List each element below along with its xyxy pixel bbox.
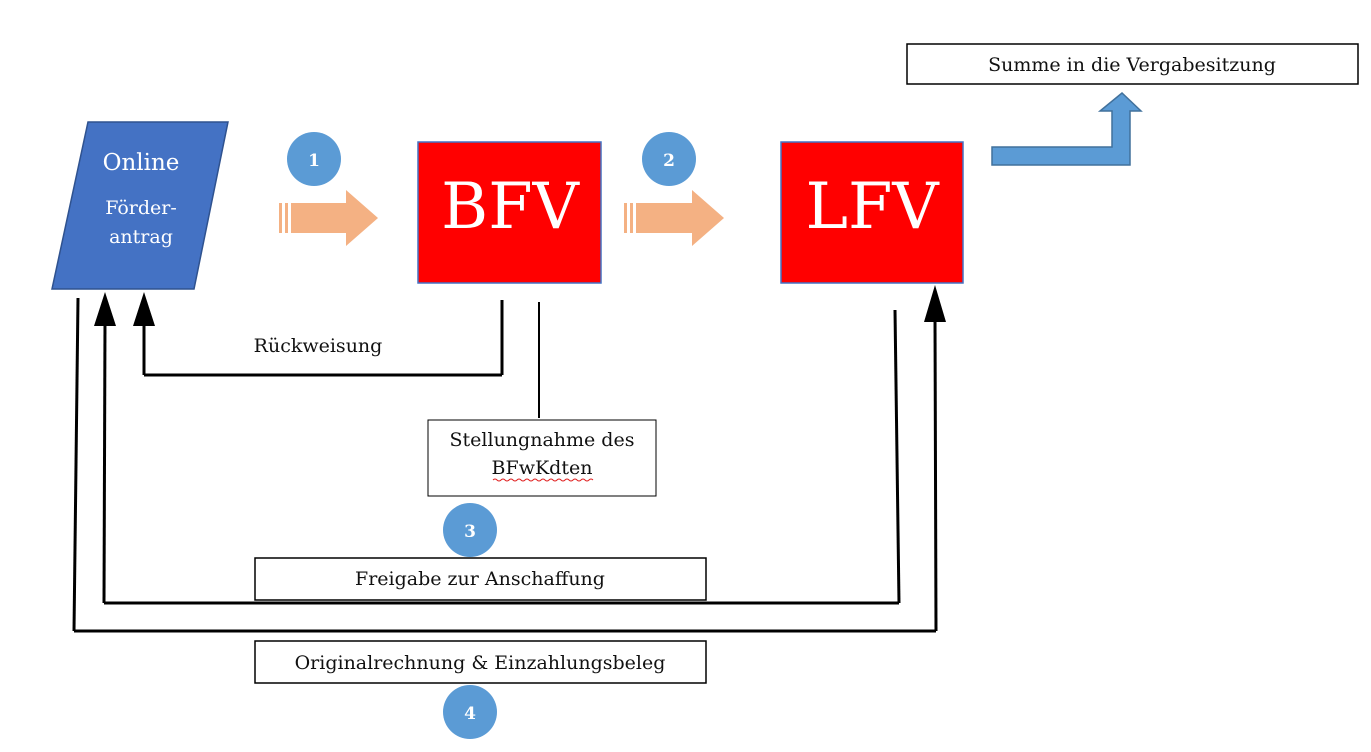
freigabe-label: Freigabe zur Anschaffung <box>355 568 605 590</box>
antrag-line3: antrag <box>109 226 173 248</box>
original-connector <box>72 285 946 633</box>
freigabe-box: Freigabe zur Anschaffung <box>254 557 707 601</box>
lfv-label: LFV <box>805 170 940 244</box>
svg-text:1: 1 <box>308 151 320 171</box>
stellungnahme-line2: BFwKdten <box>492 457 593 479</box>
orange-arrow-1 <box>279 190 378 246</box>
svg-text:3: 3 <box>464 522 476 542</box>
rueckweisung-label: Rückweisung <box>254 335 383 357</box>
rueckweisung-connector: Rückweisung <box>133 292 504 377</box>
lfv-node: LFV <box>780 141 964 284</box>
stellungnahme-box: Stellungnahme des BFwKdten <box>427 419 657 497</box>
original-label: Originalrechnung & Einzahlungsbeleg <box>295 652 666 674</box>
original-box: Originalrechnung & Einzahlungsbeleg <box>254 640 707 684</box>
antrag-line2: Förder- <box>105 197 177 219</box>
bfv-label: BFV <box>441 170 580 244</box>
step-badge-1: 1 <box>287 132 341 186</box>
step-badge-2: 2 <box>642 132 696 186</box>
freigabe-connector <box>94 292 901 605</box>
bfv-node: BFV <box>417 141 602 284</box>
svg-text:4: 4 <box>464 704 476 724</box>
stellungnahme-line1: Stellungnahme des <box>450 429 635 451</box>
blue-bent-arrow <box>991 92 1143 166</box>
antrag-line1: Online <box>103 150 180 176</box>
step-badge-3: 3 <box>443 503 497 557</box>
online-foerderantrag-node: Online Förder- antrag <box>51 121 229 290</box>
step-badge-4: 4 <box>443 685 497 739</box>
svg-text:2: 2 <box>663 151 675 171</box>
summe-box: Summe in die Vergabesitzung <box>906 43 1359 85</box>
orange-arrow-2 <box>624 190 724 246</box>
summe-label: Summe in die Vergabesitzung <box>988 54 1276 76</box>
spellcheck-underline <box>492 478 594 482</box>
